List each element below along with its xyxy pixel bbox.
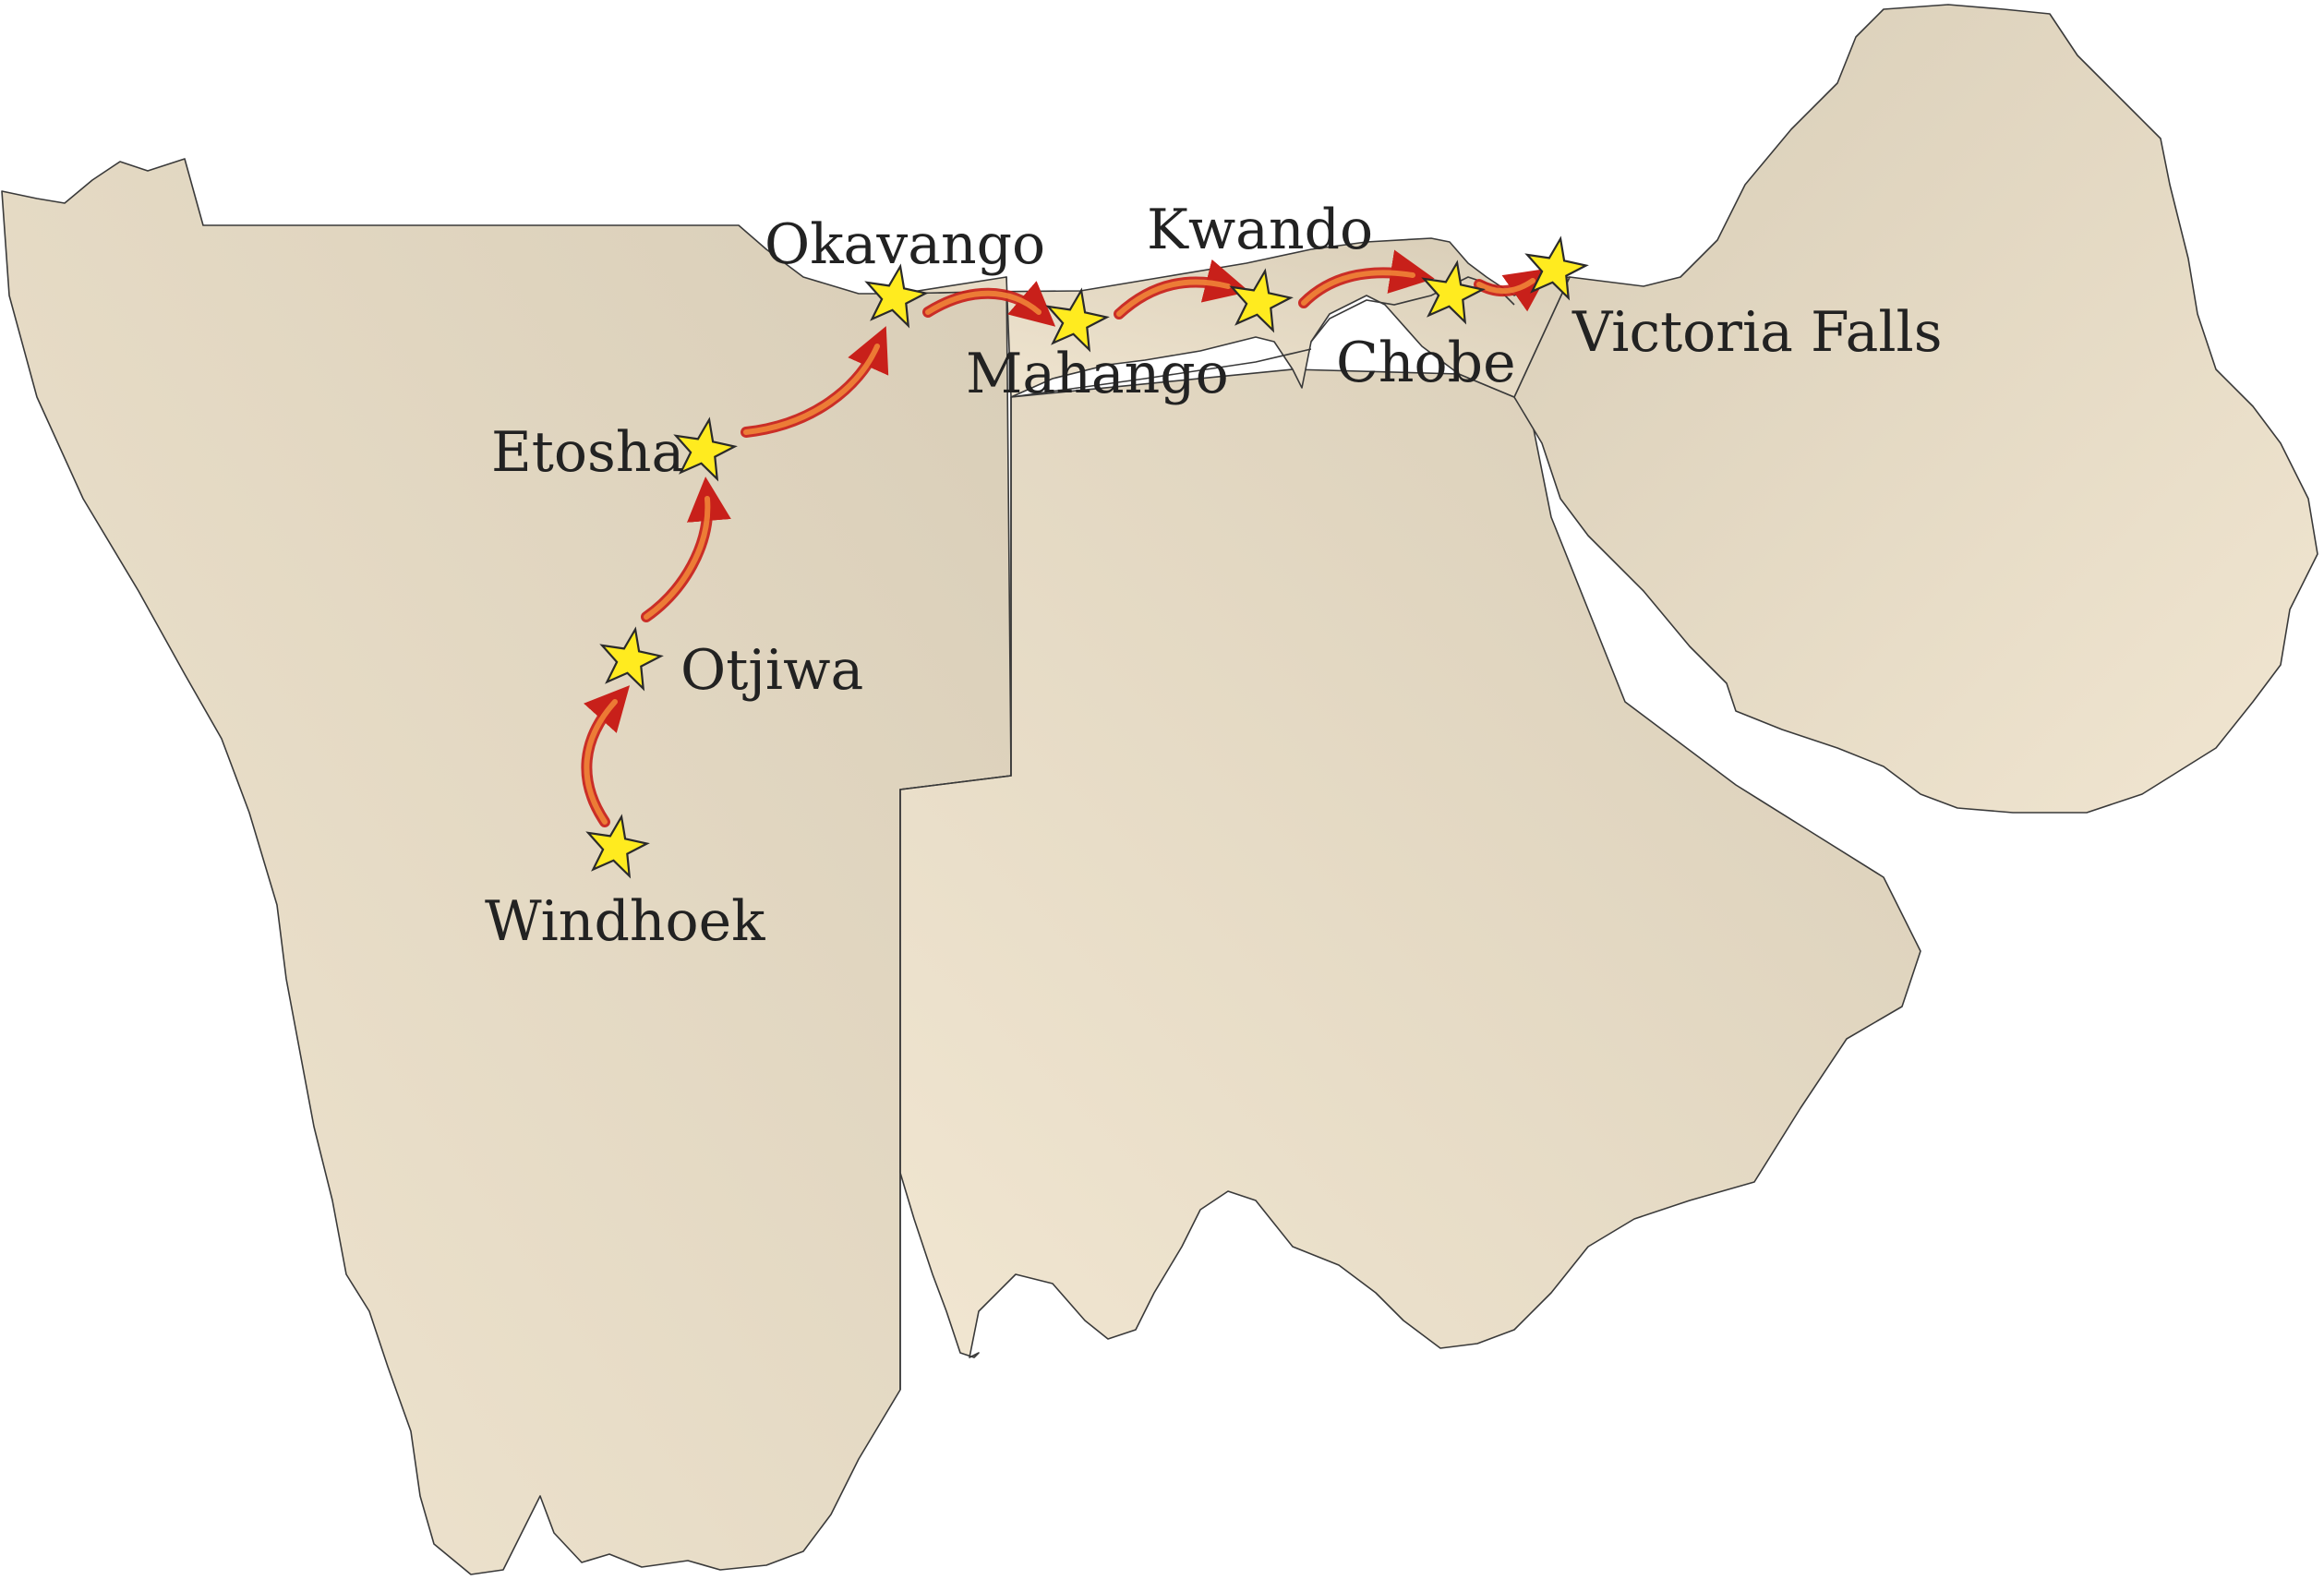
- star-icon-windhoek: [585, 814, 650, 879]
- label-kwando: Kwando: [1147, 198, 1373, 262]
- label-chobe: Chobe: [1336, 331, 1516, 395]
- arrow-highlight: [1476, 278, 1535, 295]
- stop-markers: [585, 235, 1589, 879]
- route-arrows: [581, 249, 1551, 827]
- arrow-highlight: [644, 496, 711, 620]
- star-icon-mahango: [1045, 287, 1110, 353]
- arrow-highlight: [584, 699, 618, 825]
- region-botswana: [899, 368, 1921, 1358]
- label-mahango: Mahango: [966, 342, 1229, 406]
- place-labels: Windhoek Otjiwa Etosha Okavango Mahango …: [485, 198, 1943, 954]
- arrow-highlight: [743, 344, 880, 435]
- star-icon-chobe: [1421, 259, 1486, 325]
- arrow-highlight: [925, 290, 1042, 315]
- star-icon-kwando: [1229, 268, 1294, 333]
- label-windhoek: Windhoek: [485, 889, 765, 954]
- label-etosha: Etosha: [491, 420, 684, 485]
- star-icon-etosha: [673, 416, 738, 482]
- label-okavango: Okavango: [765, 212, 1045, 277]
- region-zimbabwe: [1513, 4, 2318, 814]
- star-icon-victoria-falls: [1524, 235, 1589, 301]
- land-regions: [1, 4, 2318, 1575]
- label-otjiwa: Otjiwa: [680, 638, 863, 703]
- arrow-highlight: [1301, 270, 1415, 306]
- star-icon-okavango: [864, 263, 929, 329]
- arrow-highlight: [1116, 279, 1231, 317]
- star-icon-otjiwa: [599, 626, 664, 692]
- label-victoria-falls: Victoria Falls: [1571, 300, 1943, 365]
- region-namibia: [1, 158, 1012, 1575]
